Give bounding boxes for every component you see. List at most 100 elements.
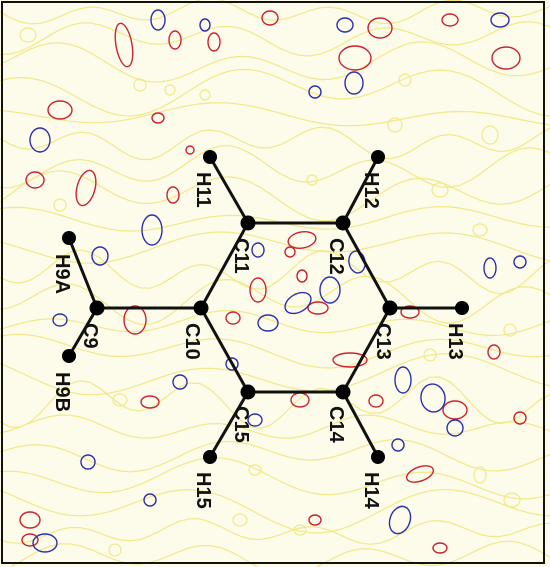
positive-contour [296,269,308,283]
atom-H13 [455,301,469,315]
zero-contour-loop [398,73,412,87]
negative-contour [225,357,239,371]
atom-C12 [335,215,351,231]
negative-contour [143,493,157,507]
positive-contour [307,301,329,315]
negative-contour [284,291,312,315]
zero-contour-line [0,414,550,439]
negative-contour [336,17,354,33]
atom-C15 [240,384,256,400]
atom-H9B [62,349,76,363]
zero-contour-line [0,102,550,127]
atom-C13 [382,300,398,316]
positive-contour [432,542,448,554]
atom-H15 [203,450,217,464]
negative-contour [391,438,405,452]
negative-contour [394,366,412,394]
zero-contour-loop [503,492,521,508]
positive-contour [185,145,195,155]
zero-contour-line [0,41,550,83]
zero-contour-line [0,457,550,500]
negative-contour [490,12,510,28]
label-H11: H11 [192,172,214,208]
zero-contour-loop [248,464,262,476]
positive-contour [338,45,372,71]
negative-contour-layer [29,9,527,553]
negative-contour [247,413,263,427]
positive-contour [123,305,147,335]
label-C11: C11 [230,238,252,274]
negative-contour [319,276,341,304]
bond-C12-C13 [341,222,392,309]
bond-C9-H9A [67,237,99,309]
label-H9B: H9B [51,372,73,412]
label-H15: H15 [192,472,214,509]
zero-contour-line [0,518,550,545]
zero-contour-line [0,439,550,473]
positive-contour [367,17,393,39]
zero-contour-line [0,145,550,189]
bond-C12-H12 [341,156,380,224]
negative-contour [257,314,279,332]
zero-contour-loop [387,117,403,133]
negative-contour [52,313,68,327]
atom-H11 [203,150,217,164]
negative-contour [150,9,166,31]
bond-C11-H11 [208,156,250,224]
positive-contour [487,344,501,360]
atom-C11 [240,215,256,231]
atom-C10 [193,300,209,316]
label-C15: C15 [230,406,252,443]
zero-contour-loop [473,466,487,484]
positive-contour [140,395,160,409]
zero-contour-loop [53,198,67,212]
atom-H12 [371,150,385,164]
positive-contour [225,311,241,325]
zero-contour-loop [108,543,122,557]
negative-contour [91,246,109,266]
positive-contour [400,305,420,319]
label-C9: C9 [79,323,101,349]
zero-contour-line [0,21,550,57]
zero-contour-line [0,170,550,222]
bond-C14-H14 [341,391,380,458]
label-C13: C13 [372,323,394,360]
positive-contour [308,514,322,526]
positive-contour [19,511,41,529]
positive-contour [75,169,97,207]
positive-contour [151,112,165,124]
label-C12: C12 [325,238,347,275]
zero-contour-line [0,249,550,295]
negative-contour [308,85,322,99]
zero-contour-line [0,231,550,264]
label-H14: H14 [360,472,382,510]
negative-contour [251,242,265,258]
positive-contour [25,171,45,189]
bond-C15-C10 [199,307,250,393]
positive-contour-layer [19,10,527,554]
zero-contour-line [0,376,550,430]
positive-contour [284,246,296,258]
zero-contour-line [0,68,550,117]
positive-contour [166,186,180,204]
atom-C9 [89,300,105,316]
positive-contour [405,465,435,483]
positive-contour [442,400,468,420]
zero-contour-line [0,205,550,232]
negative-contour [141,214,163,246]
zero-contour-loop [199,89,211,101]
positive-contour [261,10,279,26]
negative-contour [80,454,96,470]
negative-contour [446,419,464,437]
zero-contour-line [0,488,550,534]
atom-C14 [335,384,351,400]
zero-contour-loop [133,78,147,92]
bond-C10-C11 [199,222,250,309]
negative-contour [344,71,364,95]
bond-C9-H9B [67,307,99,357]
zero-contour-loop [431,182,449,198]
positive-contour [287,231,317,249]
positive-contour [168,30,182,50]
